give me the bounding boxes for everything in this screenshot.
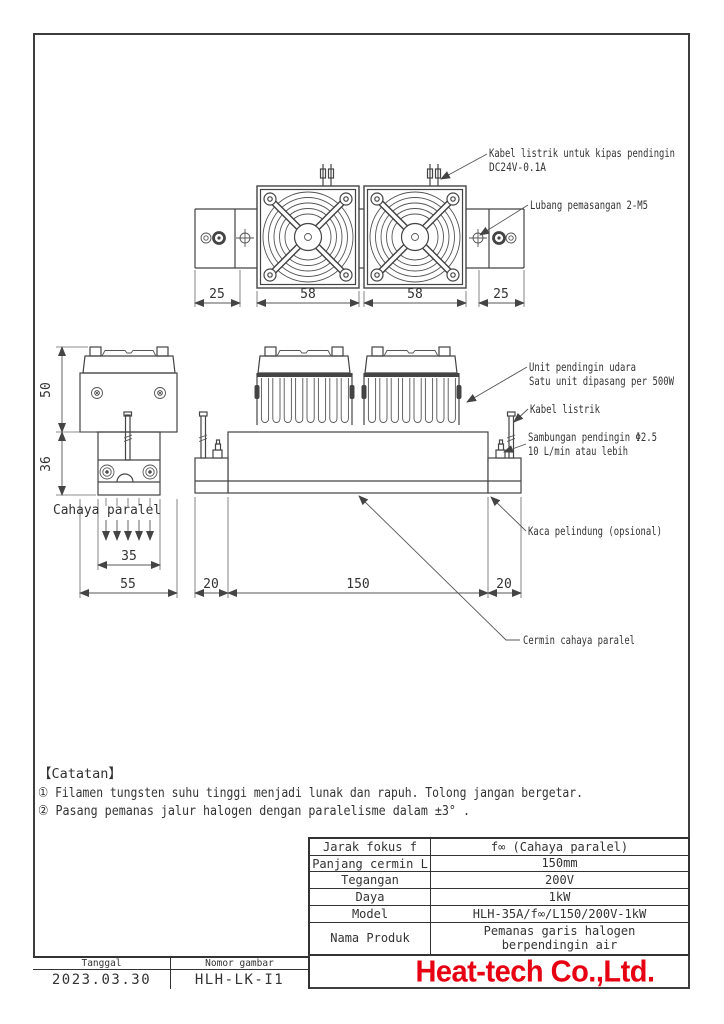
spec-label-voltage: Tegangan xyxy=(310,872,431,889)
notes-title: 【Catatan】 xyxy=(38,766,122,782)
parallel-light-label: Cahaya paralel xyxy=(53,503,161,518)
cooler-top-left xyxy=(257,346,351,374)
drawing-number-column: Nomor gambar HLH-LK-I1 xyxy=(170,958,308,989)
spec-value-power: 1kW xyxy=(548,889,571,904)
date-column: Tanggal 2023.03.30 xyxy=(33,958,170,989)
callout-coolant-line1: Sambungan pendingin Φ2.5 xyxy=(528,430,657,444)
callout-air-unit-line1: Unit pendingin udara xyxy=(529,360,636,374)
spec-value-focus: f∞ (Cahaya paralel) xyxy=(490,839,629,854)
spec-label-power: Daya xyxy=(310,889,431,905)
note-item-2: ② Pasang pemanas jalur halogen dengan pa… xyxy=(38,803,470,819)
dim-36: 36 xyxy=(39,456,54,472)
callout-mounting-hole: Lubang pemasangan 2-M5 xyxy=(530,198,648,212)
fan-unit-left xyxy=(257,164,359,288)
left-fittings xyxy=(198,411,223,459)
drawing-border xyxy=(33,33,690,989)
callout-fan-cable-line2: DC24V-0.1A xyxy=(489,160,546,174)
drawing-number-label: Nomor gambar xyxy=(171,958,308,970)
spec-value-model: HLH-35A/f∞/L150/200V-1kW xyxy=(472,906,647,921)
spec-value-voltage: 200V xyxy=(545,873,574,888)
dim-150: 150 xyxy=(346,577,369,592)
side-view xyxy=(79,346,178,496)
company-logo: Heat-tech Co.,Ltd. xyxy=(415,956,655,989)
light-rays: Cahaya paralel xyxy=(53,498,161,541)
table-row: Daya 1kW xyxy=(310,888,688,905)
dim-58-left: 58 xyxy=(300,287,316,302)
callouts: Kabel listrik untuk kipas pendingin DC24… xyxy=(358,146,675,647)
top-view xyxy=(194,164,525,288)
callout-coolant-line2: 10 L/min atau lebih xyxy=(528,444,628,458)
date-value: 2023.03.30 xyxy=(51,971,152,988)
fan-unit-right xyxy=(364,164,466,288)
table-row: Jarak fokus f f∞ (Cahaya paralel) xyxy=(310,839,688,855)
right-fittings xyxy=(495,411,516,459)
date-label: Tanggal xyxy=(33,958,170,970)
spec-value-product-name: Pemanas garis halogen berpendingin air xyxy=(483,923,636,953)
spec-label-model: Model xyxy=(310,905,431,922)
cooler-top-right xyxy=(364,346,458,374)
notes: 【Catatan】 ① Filamen tungsten suhu tinggi… xyxy=(38,766,583,819)
table-row: Model HLH-35A/f∞/L150/200V-1kW xyxy=(310,904,688,922)
company-logo-cell: Heat-tech Co.,Ltd. xyxy=(308,956,690,989)
dim-20-right: 20 xyxy=(496,577,512,592)
heater-body xyxy=(194,431,522,494)
title-block: Tanggal 2023.03.30 Nomor gambar HLH-LK-I… xyxy=(33,956,308,989)
callout-glass: Kaca pelindung (opsional) xyxy=(528,524,662,538)
dim-50: 50 xyxy=(39,382,54,398)
dim-25-right: 25 xyxy=(493,287,509,302)
note-item-1: ① Filamen tungsten suhu tinggi menjadi l… xyxy=(38,785,583,801)
table-row: Nama Produk Pemanas garis halogen berpen… xyxy=(310,921,688,955)
dim-58-right: 58 xyxy=(407,287,423,302)
dim-20-left: 20 xyxy=(203,577,219,592)
table-row: Panjang cermin L 150mm xyxy=(310,854,688,872)
drawing-number-value: HLH-LK-I1 xyxy=(194,971,285,988)
callout-mirror: Cermin cahaya paralel xyxy=(523,633,635,647)
table-row: Tegangan 200V xyxy=(310,871,688,889)
callout-power-cable: Kabel listrik xyxy=(530,402,600,416)
spec-table: Jarak fokus f f∞ (Cahaya paralel) Panjan… xyxy=(308,837,690,956)
dim-55: 55 xyxy=(120,577,136,592)
mounting-holes xyxy=(200,228,517,248)
front-view xyxy=(194,346,522,494)
spec-value-mirror-length: 150mm xyxy=(541,856,578,871)
callout-fan-cable-line1: Kabel listrik untuk kipas pendingin xyxy=(489,146,675,160)
dimensions: 25 58 58 25 20 150 20 35 55 50 36 xyxy=(39,270,525,598)
fin-block-right xyxy=(362,373,462,425)
spec-label-mirror-length: Panjang cermin L xyxy=(310,855,431,872)
dim-25-left: 25 xyxy=(209,287,225,302)
callout-air-unit-line2: Satu unit dipasang per 500W xyxy=(529,374,674,388)
dim-35: 35 xyxy=(121,549,137,564)
spec-label-focus: Jarak fokus f xyxy=(310,839,431,855)
fin-block-left xyxy=(255,373,355,425)
spec-label-product-name: Nama Produk xyxy=(310,922,431,955)
